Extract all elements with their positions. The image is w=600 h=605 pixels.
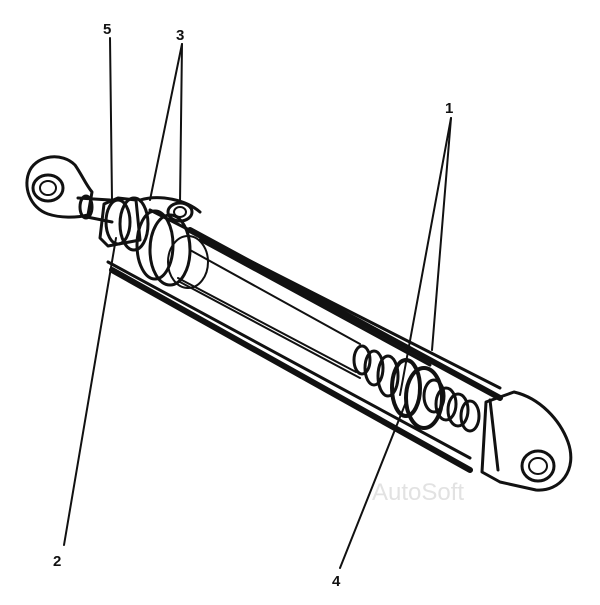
cylinder-barrel (106, 208, 503, 473)
leader-3a (149, 43, 183, 201)
watermark: AutoSoft (372, 479, 464, 506)
inner-rod (177, 249, 361, 373)
rod-end-eye (25, 155, 94, 219)
leader-2 (63, 237, 117, 546)
leader-lines (63, 37, 452, 569)
leader-1a (431, 117, 452, 351)
callout-2: 2 (53, 553, 61, 570)
leader-4 (339, 401, 407, 569)
callout-5: 5 (103, 21, 111, 38)
leader-3b (179, 43, 183, 204)
callout-3: 3 (176, 27, 184, 44)
callout-4: 4 (332, 573, 341, 590)
rod-gland (98, 196, 150, 252)
piston-assembly (352, 344, 481, 433)
callout-1: 1 (445, 100, 453, 117)
leader-1b (399, 117, 452, 396)
leader-5 (109, 37, 113, 201)
rear-end-cap (480, 390, 573, 492)
